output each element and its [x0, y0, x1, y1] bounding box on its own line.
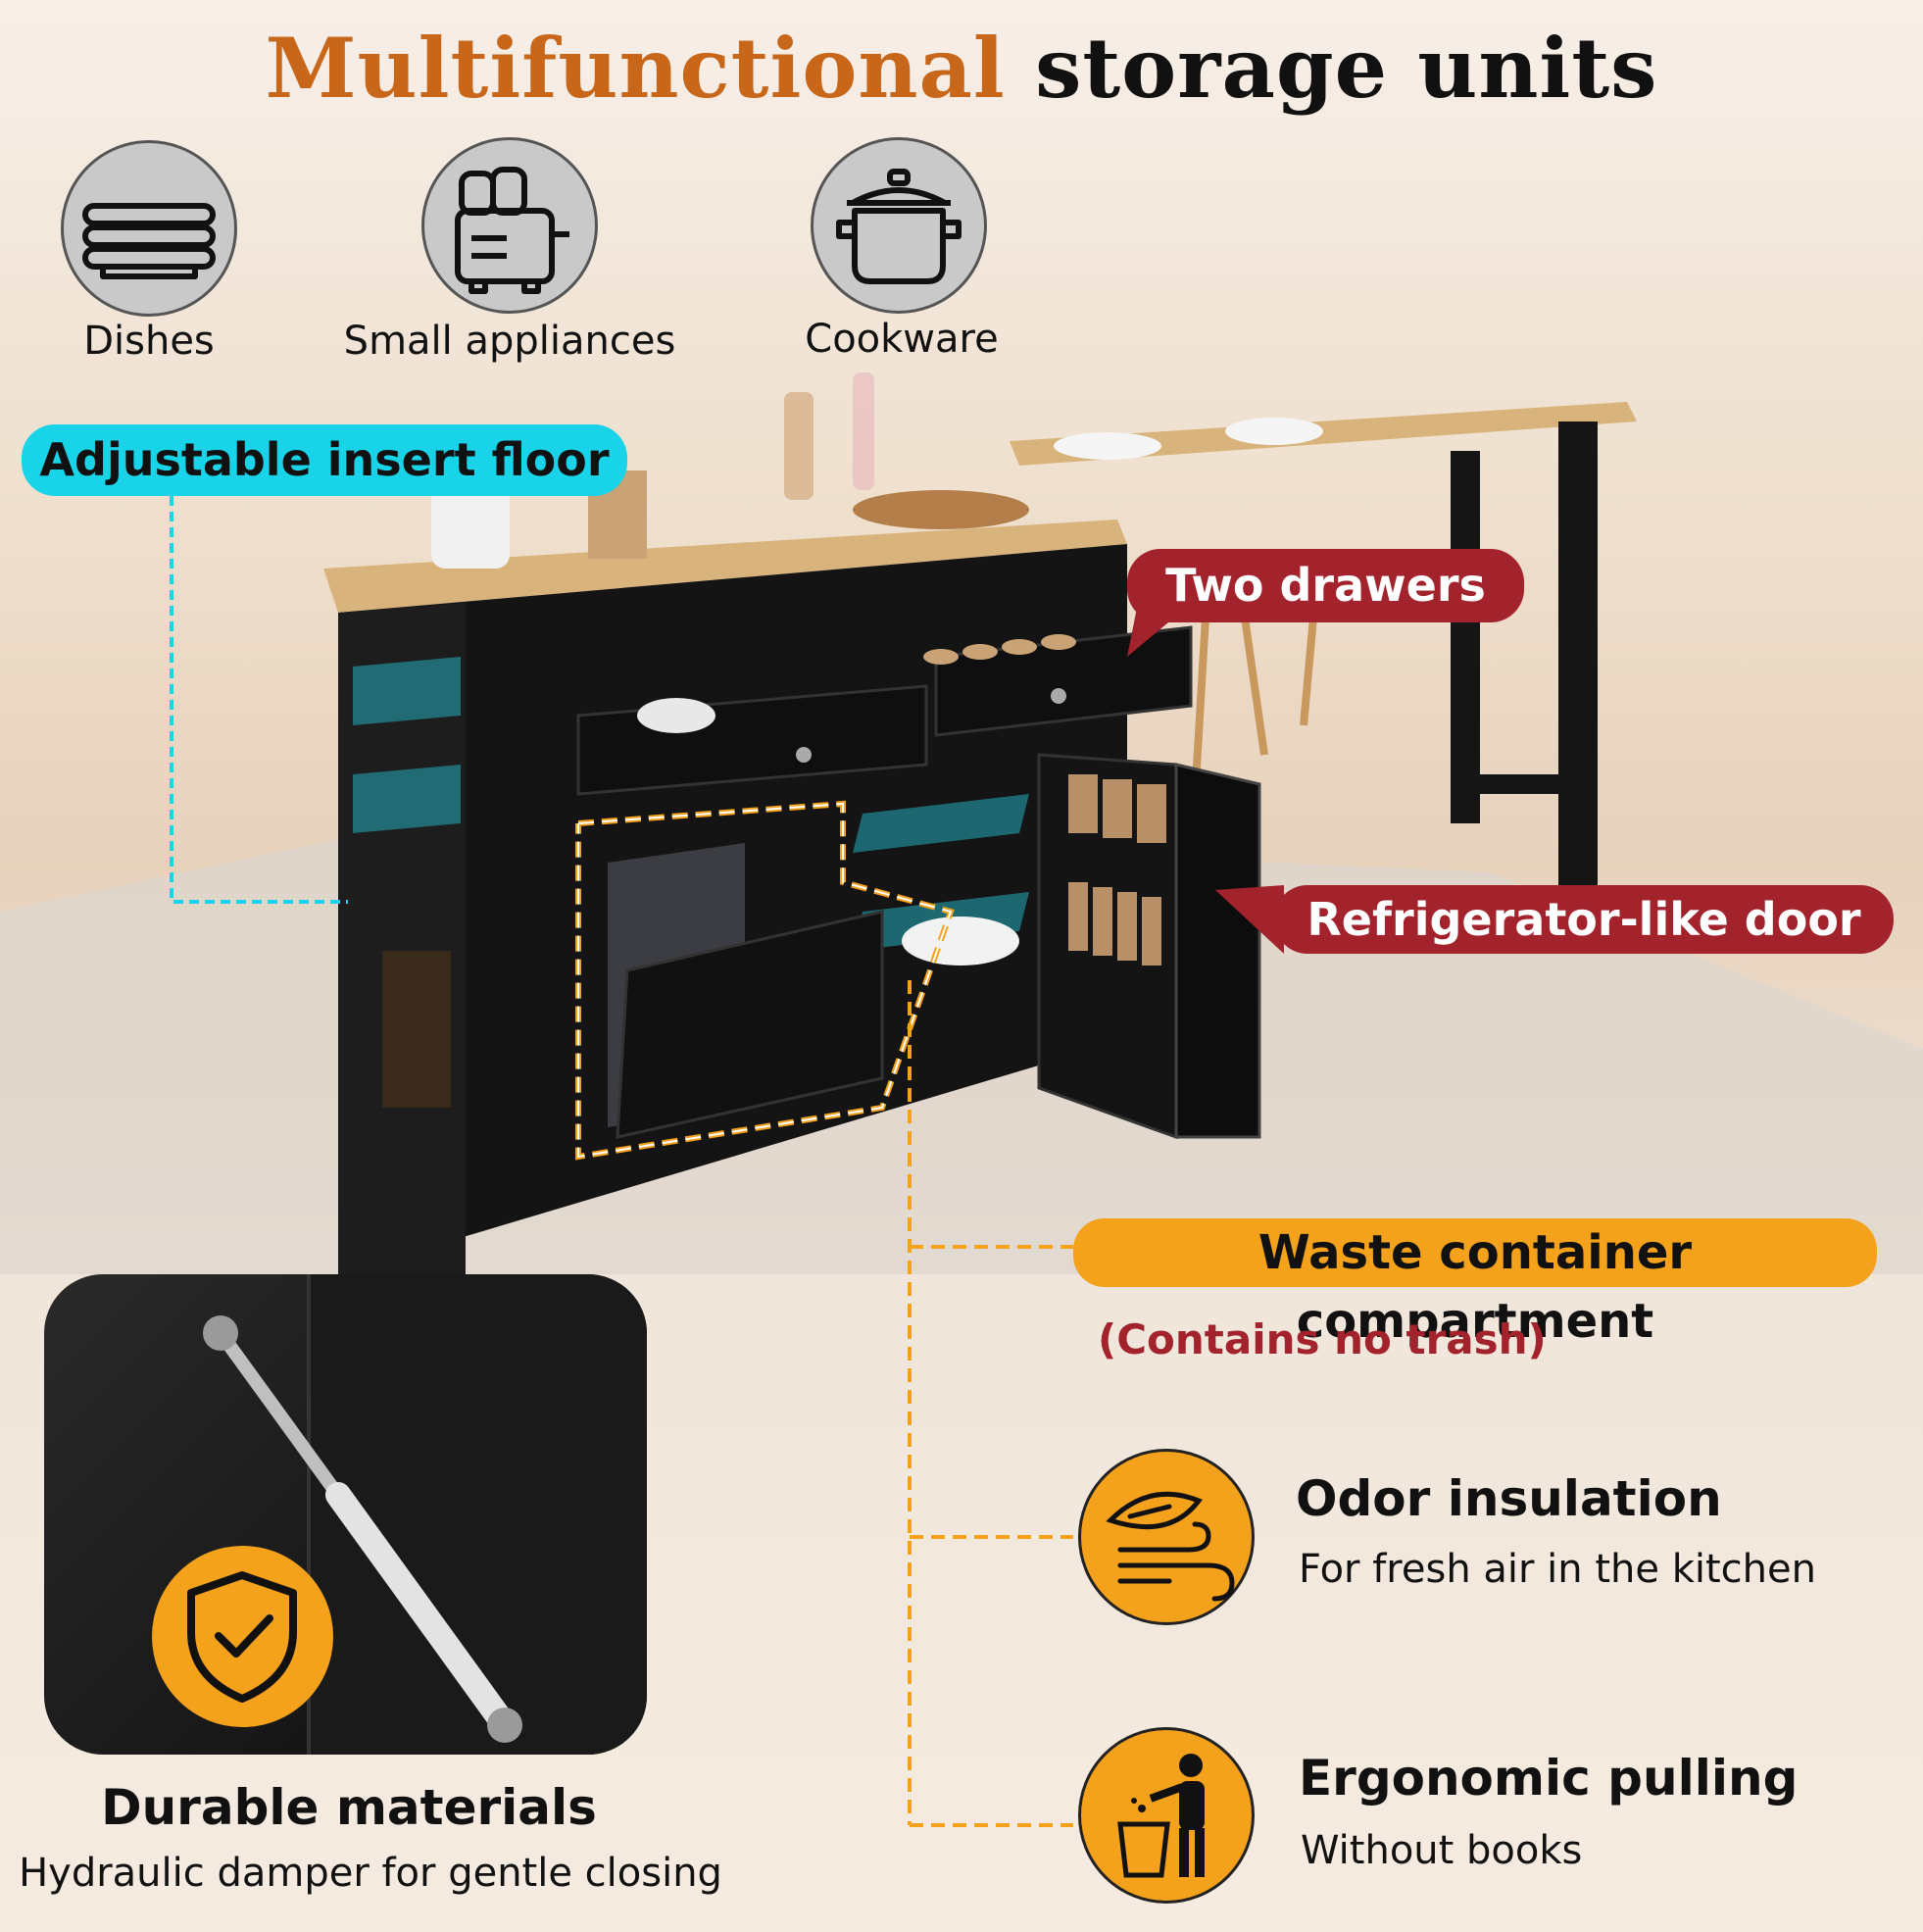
adjustable-insert-floor-callout: Adjustable insert floor — [22, 424, 627, 496]
feature-title-ergonomic: Ergonomic pulling — [1299, 1750, 1799, 1807]
category-label-cookware: Cookware — [805, 317, 999, 362]
feature-subtitle-odor: For fresh air in the kitchen — [1299, 1547, 1816, 1592]
feature-connector-lines — [908, 980, 1073, 1827]
shield-check-icon — [152, 1546, 333, 1727]
waste-note: (Contains no trash) — [1098, 1315, 1547, 1363]
callout-connector — [170, 496, 348, 904]
category-label-dishes: Dishes — [83, 319, 215, 364]
callout-pointer — [1127, 608, 1186, 657]
leaf-wind-icon — [1078, 1449, 1255, 1625]
person-trash-icon — [1078, 1727, 1255, 1904]
feature-title-odor: Odor insulation — [1296, 1470, 1722, 1527]
pot-icon — [811, 137, 987, 314]
two-drawers-callout: Two drawers — [1127, 549, 1524, 622]
durable-subtitle: Hydraulic damper for gentle closing — [19, 1851, 722, 1896]
feature-subtitle-ergonomic: Without books — [1301, 1828, 1583, 1873]
category-label-small-appliances: Small appliances — [343, 319, 676, 364]
waste-container-callout: Waste container compartment — [1073, 1218, 1877, 1349]
durable-title: Durable materials — [101, 1779, 597, 1836]
callout-pointer — [1215, 885, 1284, 954]
plates-icon — [61, 140, 237, 317]
page-title: Multifunctional storage units — [0, 20, 1923, 117]
hydraulic-damper-photo — [44, 1274, 647, 1755]
refrigerator-door-callout: Refrigerator-like door — [1274, 885, 1894, 954]
toaster-icon — [421, 137, 598, 314]
title-highlight: Multifunctional — [265, 20, 1006, 117]
title-rest: storage units — [1035, 20, 1658, 117]
